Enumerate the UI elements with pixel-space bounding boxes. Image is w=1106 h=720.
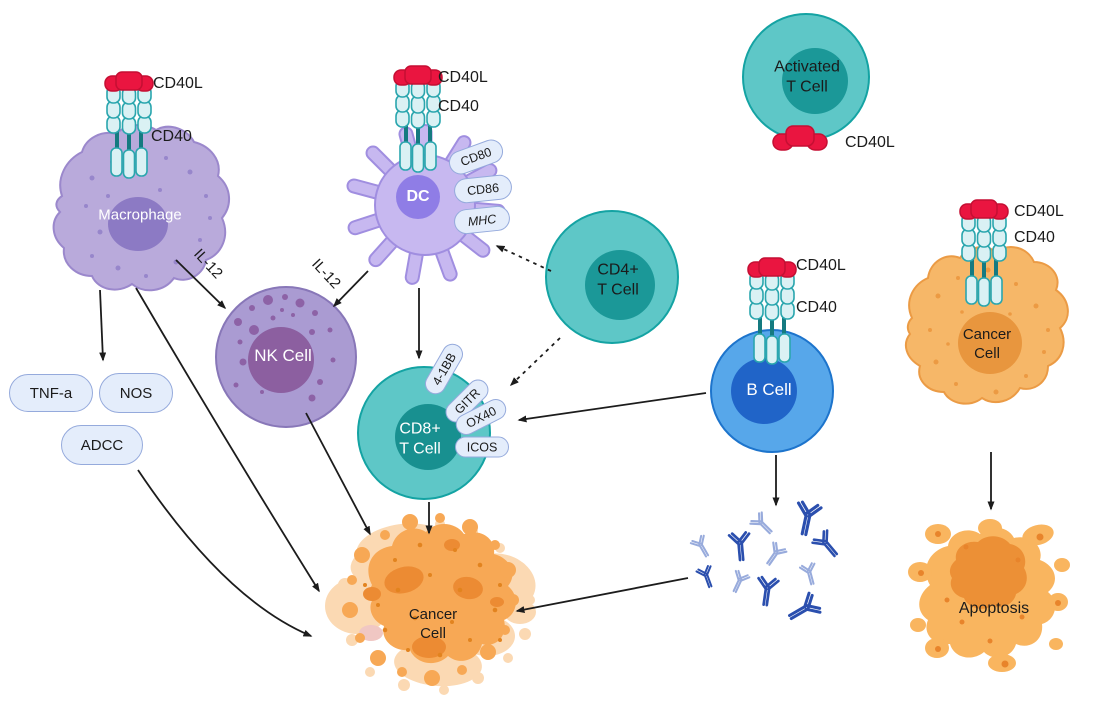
macrophage-cd40l-label: CD40L xyxy=(153,74,203,92)
cancer-right-nucleus xyxy=(958,312,1022,374)
arrow-macrophage-il12-to-nk xyxy=(175,259,227,310)
arrow-antibodies-to-cancer xyxy=(515,577,689,614)
cd4-line1: CD4+ xyxy=(597,261,639,279)
b-cell-cd40-label: CD40 xyxy=(796,298,837,316)
dying-edge-bubbles xyxy=(342,513,519,686)
cancer-dying-line1: Cancer xyxy=(408,605,458,623)
antibody-icon xyxy=(760,540,789,570)
arrow-bcell-to-cd8 xyxy=(517,392,707,423)
dc-cd40-complex xyxy=(392,64,444,174)
nos-label: NOS xyxy=(119,384,153,402)
cancer-cell-right xyxy=(904,246,1069,405)
dc-label: DC xyxy=(406,187,430,205)
apoptosis-fragments xyxy=(908,519,1070,672)
activated-t-nucleus xyxy=(782,48,848,114)
cancer-right-dots xyxy=(928,267,1050,395)
dc-nucleus xyxy=(396,175,440,219)
adcc-label: ADCC xyxy=(80,436,124,454)
antibody-icon xyxy=(790,499,823,539)
tnfa-label: TNF-a xyxy=(29,384,73,402)
antibody-icon xyxy=(783,590,823,628)
nk-granules xyxy=(233,294,336,402)
activated-t-cd40l xyxy=(772,125,828,151)
cancer-right-line2: Cell xyxy=(974,345,1000,362)
mhc-label: MHC xyxy=(467,211,497,229)
b-cell xyxy=(710,329,834,453)
dying-main-mass xyxy=(368,523,516,664)
dying-dark-patches xyxy=(363,539,504,658)
antibody-cluster xyxy=(689,499,844,628)
arrow-nk-to-cancer xyxy=(305,412,371,536)
icos-pill: ICOS xyxy=(455,436,509,458)
b-cell-nucleus xyxy=(731,358,797,424)
antibody-icon xyxy=(810,528,844,563)
dc-cd40l-label: CD40L xyxy=(438,68,488,86)
cd8-line1: CD8+ xyxy=(399,420,441,438)
cancer-cd40-complex xyxy=(958,198,1010,308)
cd4-t-cell xyxy=(545,210,679,344)
activated-t-cell xyxy=(742,13,870,151)
cancer-right-line1: Cancer xyxy=(962,325,1012,343)
arrow-macrophage-to-effectors xyxy=(99,289,107,362)
apoptosis-label: Apoptosis xyxy=(958,599,1030,617)
cd8-line2: T Cell xyxy=(399,441,441,458)
b-cell-cd40l-label: CD40L xyxy=(796,256,846,274)
nk-cell xyxy=(215,286,357,428)
dying-dots xyxy=(363,542,502,658)
arrow-dc-il12-to-nk xyxy=(332,270,369,308)
cd4-t-label: CD4+ T Cell xyxy=(597,261,639,302)
macrophage-nucleus xyxy=(108,197,168,251)
macrophage-cd40-label: CD40 xyxy=(151,127,192,145)
nk-label: NK Cell xyxy=(254,346,312,366)
antibody-icon xyxy=(726,568,751,596)
macrophage-cd40-complex xyxy=(103,70,155,180)
cd4-line2: T Cell xyxy=(597,282,639,299)
arrows xyxy=(99,245,995,637)
tnfa-pill: TNF-a xyxy=(9,374,93,412)
arrow-cd4-to-dc-dashed xyxy=(495,245,552,272)
antibody-icon xyxy=(798,561,821,588)
apoptosis-nucleus xyxy=(949,536,1027,609)
cd4-nucleus xyxy=(585,250,655,320)
apoptosis-cell xyxy=(908,519,1070,672)
macrophage-cell xyxy=(52,124,230,292)
antibody-icon xyxy=(753,575,780,608)
b-cell-label: B Cell xyxy=(746,380,792,400)
macrophage-label: Macrophage xyxy=(98,206,182,224)
cancer-cd40-label: CD40 xyxy=(1014,228,1055,246)
antibody-icon xyxy=(689,533,715,561)
antibody-icon xyxy=(695,564,719,591)
nk-nucleus xyxy=(248,327,314,393)
antibody-icon xyxy=(727,530,753,563)
cancer-dying-line2: Cell xyxy=(420,625,446,642)
antibody-icon xyxy=(748,510,778,540)
activated-t-cd40l-label: CD40L xyxy=(845,133,895,151)
cancer-cd40l-label: CD40L xyxy=(1014,202,1064,220)
cd8-nucleus xyxy=(395,404,461,470)
icos-label: ICOS xyxy=(466,440,498,454)
activated-t-line1: Activated xyxy=(774,58,840,76)
apoptosis-dots xyxy=(918,531,1061,668)
activated-t-label: Activated T Cell xyxy=(774,58,840,99)
cancer-right-label: Cancer Cell xyxy=(963,325,1011,363)
arrow-cd4-to-cd8-dashed xyxy=(509,337,561,387)
adcc-pill: ADCC xyxy=(61,425,143,465)
cancer-dying-label: Cancer Cell xyxy=(409,605,457,643)
b-cell-cd40-complex xyxy=(746,256,798,366)
cancer-cell-dying xyxy=(325,513,536,695)
activated-t-line2: T Cell xyxy=(786,79,828,96)
arrow-adcc-to-cancer xyxy=(137,469,313,637)
arrow-macrophage-to-cancer xyxy=(135,287,320,593)
dc-cd40-label: CD40 xyxy=(438,97,479,115)
cd86-label: CD86 xyxy=(466,180,500,198)
cd8-t-label: CD8+ T Cell xyxy=(399,420,441,461)
nos-pill: NOS xyxy=(99,373,173,413)
